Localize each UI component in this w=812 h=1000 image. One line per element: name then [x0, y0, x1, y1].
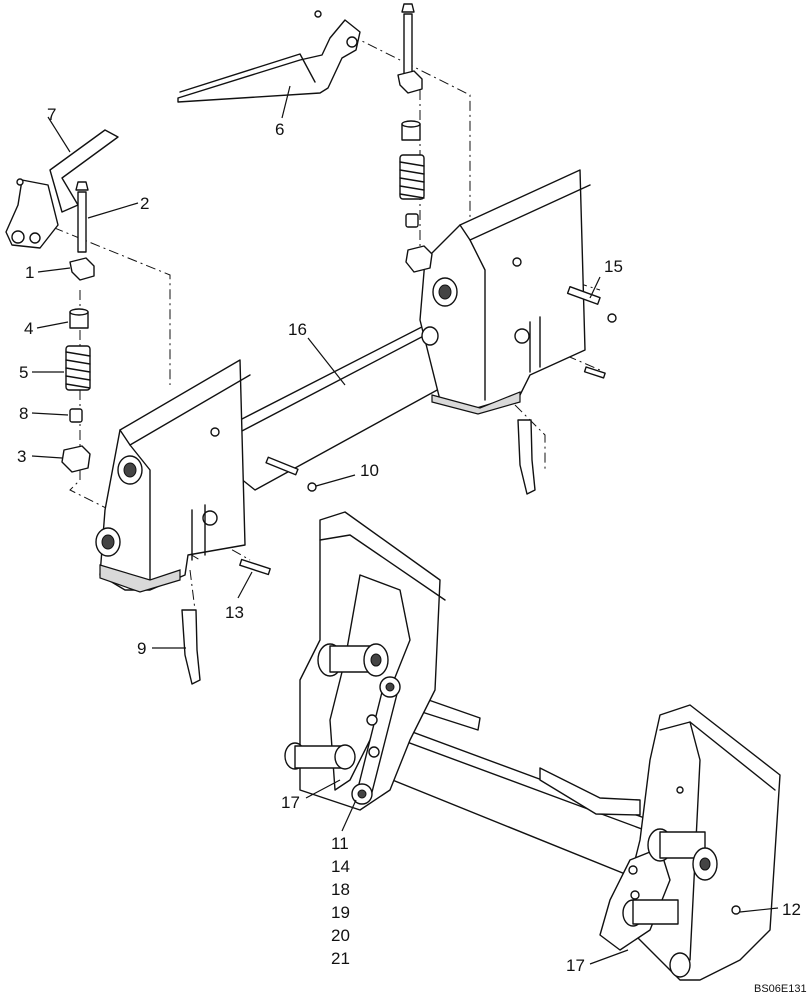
right-latch-assembly	[177, 3, 433, 273]
callout-8: 8	[19, 404, 28, 423]
callout-17-left: 17	[281, 793, 300, 812]
pins-and-clips	[239, 286, 617, 576]
callout-3: 3	[17, 447, 26, 466]
callout-13: 13	[225, 603, 244, 622]
callout-stack-19: 19	[331, 903, 350, 922]
pin-15	[566, 286, 601, 305]
pivot-block-1	[69, 257, 95, 281]
callout-7: 7	[47, 105, 56, 124]
reference-code: BS06E131	[754, 983, 807, 995]
bolt-2	[77, 191, 87, 253]
upper-frame	[95, 169, 591, 593]
left-latch-assembly	[5, 129, 119, 473]
callout-15: 15	[604, 257, 623, 276]
callout-2: 2	[140, 194, 149, 213]
callout-10: 10	[360, 461, 379, 480]
callout-16: 16	[288, 320, 307, 339]
latch-pins	[181, 419, 536, 685]
pin-10	[265, 456, 299, 476]
callout-stack-21: 21	[331, 949, 350, 968]
spring-5	[65, 345, 91, 391]
callout-4: 4	[24, 319, 33, 338]
callout-17-right: 17	[566, 956, 585, 975]
lower-frame	[284, 511, 781, 981]
callout-labels: 7 2 1 4 5 8 3 6 16 10 15 13 9 17 12 17 1…	[17, 105, 807, 995]
callout-5: 5	[19, 363, 28, 382]
callout-6: 6	[275, 120, 284, 139]
callout-9: 9	[137, 639, 146, 658]
callout-stack-14: 14	[331, 857, 350, 876]
spacer-8	[69, 408, 83, 423]
nut-3	[61, 445, 91, 473]
callout-stack-18: 18	[331, 880, 350, 899]
callout-stack-11: 11	[331, 834, 349, 853]
clip-10	[307, 482, 317, 492]
handle-7	[49, 129, 119, 213]
callout-stack-20: 20	[331, 926, 350, 945]
leader-lines	[31, 85, 779, 965]
callout-1: 1	[25, 263, 34, 282]
handle-6	[177, 19, 361, 103]
clip-15	[607, 313, 617, 323]
latch-pin-left	[181, 609, 201, 685]
callout-12: 12	[782, 900, 801, 919]
pin-13	[239, 558, 271, 576]
